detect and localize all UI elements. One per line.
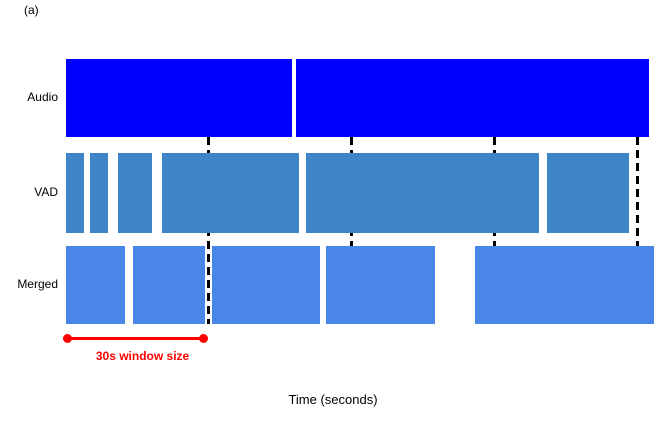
bar-segment <box>325 246 436 324</box>
row-label: VAD <box>34 185 58 199</box>
corner-label: (a) <box>24 3 39 17</box>
bar-segment <box>65 59 293 137</box>
bar-segment <box>65 153 85 233</box>
window-boundary-dashed-line <box>636 59 640 324</box>
bar-segment <box>546 153 629 233</box>
bar-segment <box>295 59 649 137</box>
arrow-endpoint-dot <box>199 334 209 343</box>
window-size-label: 30s window size <box>95 349 190 363</box>
arrow-endpoint-dot <box>63 334 73 343</box>
bar-segment <box>65 246 126 324</box>
row-label: Merged <box>17 277 58 291</box>
bar-segment <box>133 246 205 324</box>
bar-segment <box>161 153 300 233</box>
bar-segment <box>117 153 152 233</box>
window-size-arrow <box>67 337 204 340</box>
bar-segment <box>211 246 321 324</box>
bar-segment <box>474 246 655 324</box>
row-label: Audio <box>27 90 58 104</box>
bar-segment <box>305 153 540 233</box>
x-axis-label: Time (seconds) <box>288 392 378 407</box>
bar-segment <box>89 153 108 233</box>
